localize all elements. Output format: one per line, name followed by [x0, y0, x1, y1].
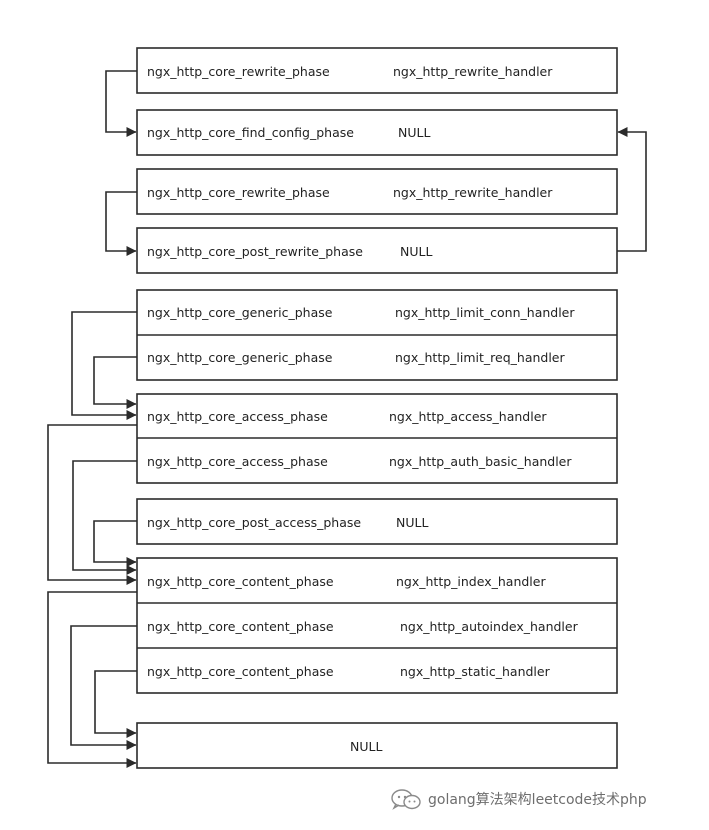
watermark-text: golang算法架构leetcode技术php	[428, 792, 647, 808]
post-access-box	[136, 498, 618, 545]
phase-label: ngx_http_core_generic_phase	[147, 305, 333, 320]
phase-label: ngx_http_core_content_phase	[147, 574, 334, 589]
connector-arrow	[47, 424, 137, 585]
phase-label: ngx_http_core_rewrite_phase	[147, 64, 330, 79]
connector-arrow	[70, 625, 137, 750]
handler-label: NULL	[400, 244, 432, 259]
handler-label: NULL	[396, 515, 428, 530]
handler-label: ngx_http_access_handler	[389, 409, 547, 424]
wechat-icon	[391, 789, 421, 810]
phase-label: ngx_http_core_post_access_phase	[147, 515, 361, 530]
connector-arrow	[47, 591, 137, 768]
connector-arrow	[71, 311, 137, 420]
connector-arrow	[105, 191, 137, 256]
connector-arrow	[93, 520, 137, 567]
handler-label: ngx_http_limit_conn_handler	[395, 305, 575, 320]
phase-label: ngx_http_core_post_rewrite_phase	[147, 244, 363, 259]
connector-arrow	[617, 127, 647, 252]
handler-label: ngx_http_rewrite_handler	[393, 64, 553, 79]
handler-label: ngx_http_rewrite_handler	[393, 185, 553, 200]
watermark: golang算法架构leetcode技术php	[390, 786, 700, 812]
content-phase-group	[136, 557, 618, 694]
handler-label: ngx_http_limit_req_handler	[395, 350, 566, 365]
phase-label: ngx_http_core_access_phase	[147, 454, 328, 469]
connector-arrow	[94, 670, 137, 738]
connector-arrow	[93, 356, 137, 409]
phase-label: ngx_http_core_find_config_phase	[147, 125, 354, 140]
phase-label: ngx_http_core_content_phase	[147, 619, 334, 634]
phase-label: ngx_http_core_access_phase	[147, 409, 328, 424]
phase-box-2	[136, 109, 618, 156]
phase-label: ngx_http_core_content_phase	[147, 664, 334, 679]
phase-label: ngx_http_core_generic_phase	[147, 350, 333, 365]
handler-label: ngx_http_auth_basic_handler	[389, 454, 572, 469]
phase-box-1	[136, 47, 618, 94]
handler-label: ngx_http_static_handler	[400, 664, 551, 679]
phase-box-3	[136, 168, 618, 215]
handler-label: NULL	[398, 125, 430, 140]
handler-label: ngx_http_index_handler	[396, 574, 546, 589]
connector-arrow	[72, 460, 137, 575]
end-null-label: NULL	[350, 739, 382, 754]
phase-label: ngx_http_core_rewrite_phase	[147, 185, 330, 200]
connector-arrow	[105, 70, 137, 137]
handler-label: ngx_http_autoindex_handler	[400, 619, 579, 634]
end-null-box	[136, 722, 618, 769]
